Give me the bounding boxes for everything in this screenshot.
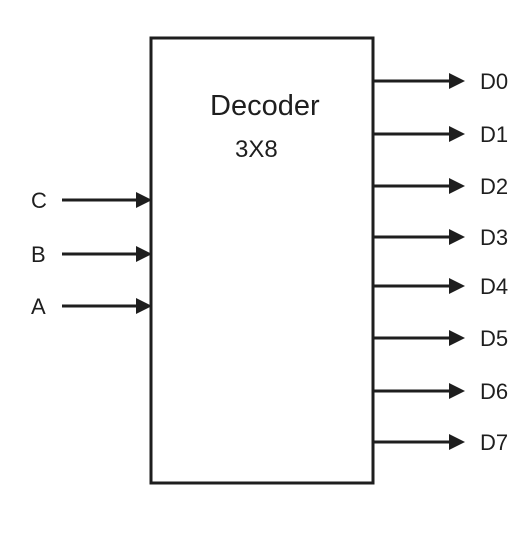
output-label-d0: D0	[480, 69, 508, 94]
input-label-a: A	[31, 294, 46, 319]
output-label-d4: D4	[480, 274, 508, 299]
output-d7: D7	[373, 430, 508, 455]
output-label-d3: D3	[480, 225, 508, 250]
output-d0: D0	[373, 69, 508, 94]
input-label-b: B	[31, 242, 46, 267]
decoder-title: Decoder	[210, 90, 320, 122]
decoder-block	[149, 36, 375, 485]
output-d2: D2	[373, 174, 508, 199]
output-label-d6: D6	[480, 379, 508, 404]
output-label-d2: D2	[480, 174, 508, 199]
output-d4: D4	[373, 274, 508, 299]
decoder-subtitle: 3X8	[235, 136, 278, 163]
input-b: B	[31, 242, 152, 267]
input-c: C	[31, 188, 152, 213]
output-d3: D3	[373, 225, 508, 250]
output-d6: D6	[373, 379, 508, 404]
output-label-d1: D1	[480, 122, 508, 147]
output-d5: D5	[373, 326, 508, 351]
output-label-d7: D7	[480, 430, 508, 455]
input-label-c: C	[31, 188, 47, 213]
output-d1: D1	[373, 122, 508, 147]
input-a: A	[31, 294, 152, 319]
output-label-d5: D5	[480, 326, 508, 351]
